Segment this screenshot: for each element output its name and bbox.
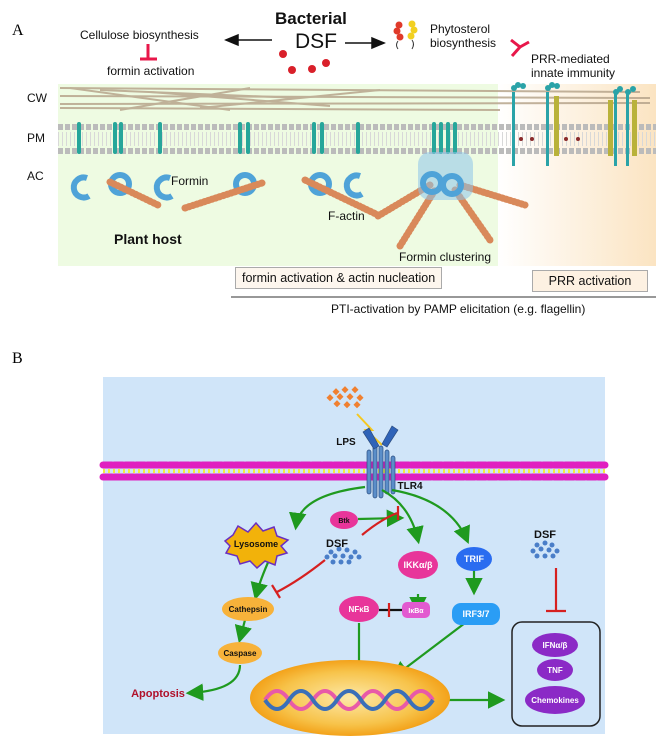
dsf-dots-left xyxy=(324,546,362,565)
bacterial-label: Bacterial xyxy=(275,9,347,28)
lps-label: LPS xyxy=(336,437,356,448)
ifn-label: IFNα/β xyxy=(543,641,568,650)
lps-molecules xyxy=(326,386,364,409)
prr-region xyxy=(498,84,656,266)
panel-a-diagram xyxy=(58,20,656,298)
inhibition-lines xyxy=(271,506,566,617)
dsf-label: DSF xyxy=(295,30,337,53)
panel-b-letter: B xyxy=(12,350,23,367)
layer-pm-label: PM xyxy=(27,131,45,145)
actin-filaments xyxy=(106,176,529,250)
tlr4-label: TLR4 xyxy=(398,481,423,492)
tlr4-receptor xyxy=(362,425,399,499)
nfkb-label: NFκB xyxy=(349,605,370,614)
chemokines-label: Chemokines xyxy=(531,696,579,705)
prr-immunity-label: PRR-mediated xyxy=(531,52,610,66)
btk-label: Btk xyxy=(338,518,349,525)
layer-cw-label: CW xyxy=(27,91,47,105)
dsf-dots-right xyxy=(530,540,560,559)
inhibit-formin-icon xyxy=(140,44,157,61)
apoptosis-label: Apoptosis xyxy=(131,688,185,700)
cellulose-biosynthesis-label: Cellulose biosynthesis xyxy=(80,28,199,42)
cell-wall-fibers xyxy=(59,87,651,111)
activation-arrows xyxy=(185,485,506,709)
irf-node xyxy=(452,603,500,625)
ikk-label: IKKα/β xyxy=(403,560,433,570)
trif-node xyxy=(456,547,492,571)
btk-node xyxy=(330,511,358,529)
lysosome-label: Lysosome xyxy=(234,539,278,549)
cathepsin-node xyxy=(222,597,274,621)
prr-activation-box: PRR activation xyxy=(532,270,648,292)
ifn-node xyxy=(532,633,578,657)
formin-transmembrane-proteins xyxy=(77,122,457,154)
prr-receptors xyxy=(511,82,637,166)
irf-label: IRF3/7 xyxy=(462,609,489,619)
arrow-to-cellulose xyxy=(224,33,272,47)
inhibit-prr-icon xyxy=(510,38,530,57)
layer-ac-label: AC xyxy=(27,169,44,183)
tnf-node xyxy=(537,659,573,681)
ikba-node xyxy=(402,602,430,618)
tnf-label: TNF xyxy=(547,666,563,675)
dna-icon xyxy=(263,689,435,711)
cytokine-box xyxy=(511,621,601,727)
arrow-to-phytosterol xyxy=(345,36,386,50)
nfkb-node xyxy=(339,596,379,622)
nucleus xyxy=(250,660,450,736)
formin-clustering-label: Formin clustering xyxy=(399,250,492,264)
chemokines-node xyxy=(525,686,585,714)
f-actin-label: F-actin xyxy=(328,209,365,223)
pti-activation-label: PTI-activation by PAMP elicitation (e.g.… xyxy=(331,302,586,316)
prr-immunity-label-2: innate immunity xyxy=(531,66,616,80)
clustered-formins xyxy=(420,171,464,197)
phytosterol-label-2: biosynthesis xyxy=(430,36,497,50)
phytosterol-icon xyxy=(393,20,418,50)
dsf-left-label: DSF xyxy=(326,538,348,550)
formin-label: Formin xyxy=(171,174,209,188)
dsf-right-label: DSF xyxy=(534,529,556,541)
phytosterol-label: Phytosterol xyxy=(430,22,491,36)
cell-membrane xyxy=(99,461,609,481)
panel-a-letter: A xyxy=(12,22,24,39)
caspase-node xyxy=(218,642,262,664)
formin-activation-label: formin activation xyxy=(107,64,195,78)
ikba-label: IκBα xyxy=(408,608,424,615)
caspase-label: Caspase xyxy=(224,649,257,658)
ikk-node xyxy=(398,551,438,579)
lysosome-shape xyxy=(223,521,290,570)
cathepsin-label: Cathepsin xyxy=(229,605,268,614)
formin-activation-box: formin activation & actin nucleation xyxy=(235,267,443,289)
trif-label: TRIF xyxy=(464,554,484,564)
plant-host-label: Plant host xyxy=(114,231,182,247)
dsf-molecules xyxy=(279,50,330,74)
